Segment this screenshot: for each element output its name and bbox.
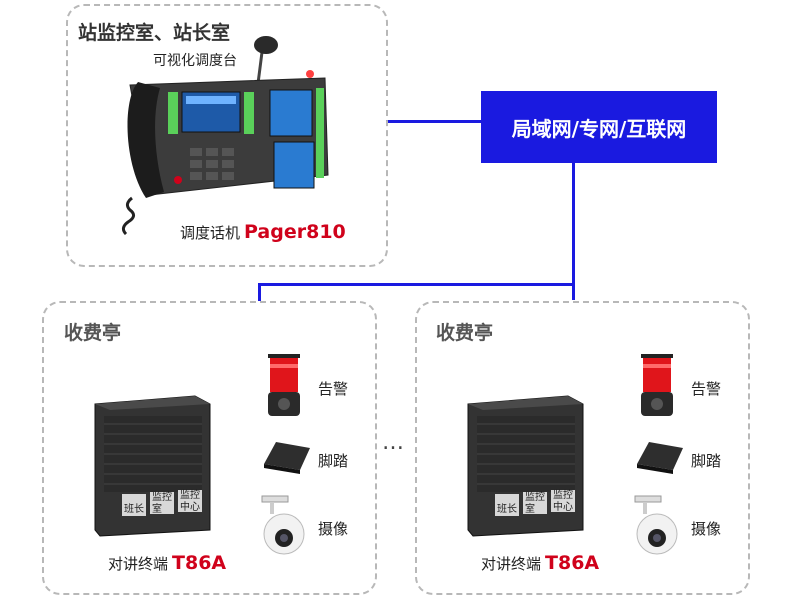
station-device-model: Pager810: [244, 221, 346, 243]
booth-1-device-pedal: 脚踏: [318, 452, 349, 470]
dispatch-phone-image: [121, 36, 329, 235]
terminal-2-button-2: 监控室: [525, 492, 545, 515]
alarm-light-icon: [641, 354, 673, 416]
booth-1-device-alarm: 告警: [318, 380, 349, 398]
camera-icon: [634, 495, 678, 555]
booth-2-terminal-model: T86A: [545, 552, 600, 574]
booth-2-terminal-label: 对讲终端: [481, 555, 542, 573]
terminal-1-button-1: 班长: [124, 504, 144, 515]
link-booth1-drop: [258, 283, 261, 301]
booth-2-title: 收费亭: [436, 322, 494, 344]
terminal-2-button-3: 监控中心: [553, 490, 573, 513]
station-title: 站监控室、站长室: [78, 22, 231, 44]
terminal-2-button-1: 班长: [497, 504, 517, 515]
alarm-light-icon: [268, 354, 300, 416]
booth-1-terminal-model: T86A: [172, 552, 227, 574]
station-subtitle: 可视化调度台: [153, 53, 237, 69]
booth-zone-1: [42, 301, 377, 595]
link-bus-horizontal: [258, 283, 575, 286]
booth-2-device-alarm: 告警: [691, 380, 722, 398]
foot-pedal-icon: [637, 442, 683, 474]
terminal-1-button-3: 监控中心: [180, 490, 200, 513]
more-booths-ellipsis: …: [382, 430, 406, 455]
booth-2-device-pedal: 脚踏: [691, 452, 722, 470]
booth-2-device-camera: 摄像: [691, 520, 722, 538]
station-device-label: 调度话机: [180, 224, 241, 242]
network-label: 局域网/专网/互联网: [511, 116, 687, 141]
camera-icon: [261, 495, 305, 555]
booth-1-device-camera: 摄像: [318, 520, 349, 538]
station-zone: [66, 4, 388, 267]
terminal-1-button-2: 监控室: [152, 492, 172, 515]
intercom-terminal-image-1: [94, 395, 211, 537]
booth-zone-2: [415, 301, 750, 595]
booth-1-terminal-label: 对讲终端: [108, 555, 169, 573]
intercom-terminal-image-2: [467, 395, 584, 537]
link-phone-to-network: [386, 120, 482, 123]
foot-pedal-icon: [264, 442, 310, 474]
link-network-trunk: [572, 163, 575, 300]
network-box: 局域网/专网/互联网: [481, 91, 717, 163]
booth-1-title: 收费亭: [64, 322, 122, 344]
